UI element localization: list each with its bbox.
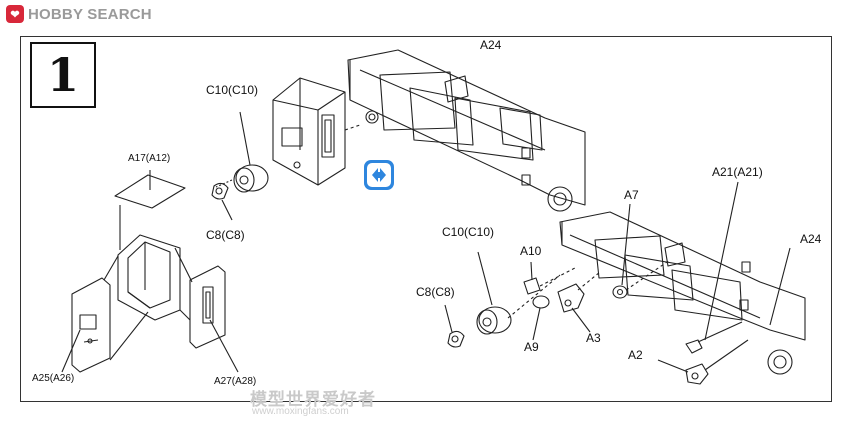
label-a24-right: A24	[800, 232, 822, 246]
panel-a27	[189, 265, 226, 349]
rotate-arrows-icon	[364, 160, 394, 190]
c8-part-bottom	[447, 330, 465, 348]
label-a17: A17(A12)	[128, 153, 171, 164]
wheel-bottom-right	[767, 349, 793, 375]
step-number-box: 1	[30, 42, 96, 108]
label-c10-top: C10(C10)	[206, 83, 259, 97]
part-a7	[612, 285, 628, 299]
part-a9	[532, 295, 550, 309]
instruction-frame	[20, 36, 832, 402]
label-a25: A25(A26)	[32, 373, 75, 384]
label-c8-bottom: C8(C8)	[416, 285, 455, 299]
hobby-search-logo: ❤ HOBBY SEARCH	[6, 4, 152, 24]
roller-c10-bottom	[476, 306, 512, 335]
part-a2	[685, 339, 749, 385]
wheel-top-right	[547, 186, 573, 212]
part-a3	[557, 283, 585, 313]
label-a10: A10	[520, 244, 542, 258]
step-number: 1	[46, 48, 79, 102]
label-a21: A21(A21)	[712, 165, 763, 179]
logo-mark: ❤	[6, 5, 24, 23]
box-frame-left	[117, 234, 181, 321]
label-a9: A9	[524, 340, 539, 354]
c8-part-top	[211, 182, 229, 200]
watermark-url: www.moxingfans.com	[252, 406, 349, 417]
label-a24-top: A24	[480, 38, 502, 52]
logo-text: HOBBY SEARCH	[28, 5, 152, 23]
panel-a17	[114, 174, 186, 209]
part-a21	[685, 321, 743, 354]
watermark-text: 模型世界爱好者	[250, 390, 376, 409]
label-a27: A27(A28)	[214, 376, 257, 387]
label-c8-top: C8(C8)	[206, 228, 245, 242]
label-c10-bottom: C10(C10)	[442, 225, 495, 239]
label-a3: A3	[586, 331, 601, 345]
label-a7: A7	[624, 188, 639, 202]
chassis-rail-top	[347, 49, 586, 206]
label-a2: A2	[628, 348, 643, 362]
panel-a25	[71, 277, 111, 373]
roller-c10-top	[233, 164, 269, 193]
chassis-rail-bottom	[559, 211, 806, 341]
cab-box-top	[272, 77, 346, 186]
axle-top	[365, 110, 379, 124]
part-a10	[523, 277, 541, 295]
